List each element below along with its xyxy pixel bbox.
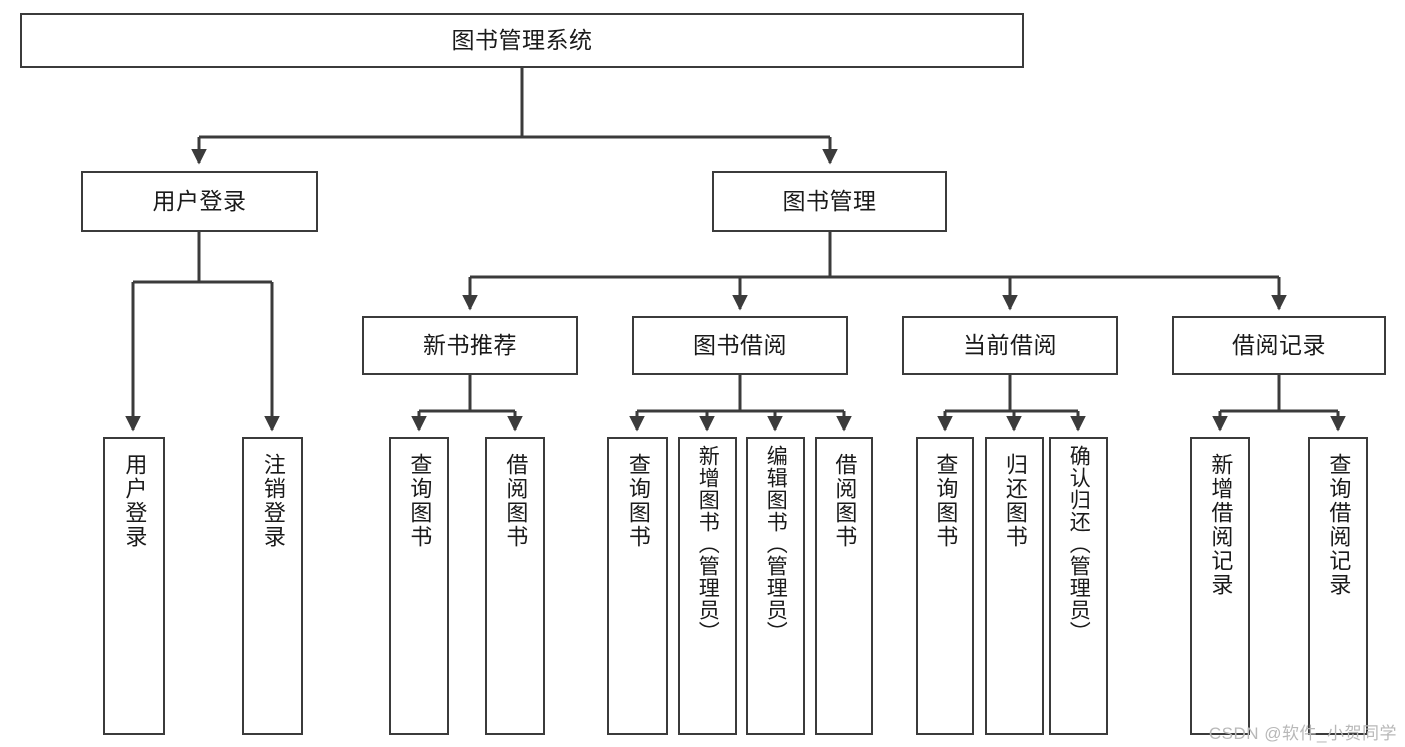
- leaf-borrow-book-recommend-label: 借阅图书: [503, 453, 529, 549]
- leaf-confirm-return-admin[interactable]: 确认归还（管理员）: [1049, 437, 1108, 735]
- leaf-query-borrow-record-label: 查询借阅记录: [1326, 453, 1352, 597]
- leaf-query-book-borrow-label: 查询图书: [625, 453, 651, 549]
- leaf-query-book-recommend-label: 查询图书: [407, 453, 433, 549]
- node-current-borrow-label: 当前借阅: [963, 332, 1057, 358]
- leaf-borrow-book[interactable]: 借阅图书: [815, 437, 873, 735]
- leaf-query-book-recommend[interactable]: 查询图书: [389, 437, 449, 735]
- leaf-user-login-label: 用户登录: [122, 453, 148, 549]
- node-new-book-recommend-label: 新书推荐: [423, 332, 517, 358]
- leaf-query-book-current[interactable]: 查询图书: [916, 437, 974, 735]
- node-new-book-recommend[interactable]: 新书推荐: [362, 316, 578, 375]
- leaf-query-borrow-record[interactable]: 查询借阅记录: [1308, 437, 1368, 735]
- node-root-label: 图书管理系统: [451, 27, 593, 53]
- node-borrow-record[interactable]: 借阅记录: [1172, 316, 1386, 375]
- leaf-add-book-admin-label: 新增图书（管理员）: [696, 445, 720, 643]
- leaf-user-login[interactable]: 用户登录: [103, 437, 165, 735]
- leaf-logout-login-label: 注销登录: [260, 453, 286, 549]
- leaf-borrow-book-recommend[interactable]: 借阅图书: [485, 437, 545, 735]
- node-user-login-label: 用户登录: [152, 188, 247, 214]
- node-book-management[interactable]: 图书管理: [712, 171, 947, 232]
- leaf-edit-book-admin-label: 编辑图书（管理员）: [764, 445, 788, 643]
- node-book-borrow[interactable]: 图书借阅: [632, 316, 848, 375]
- leaf-edit-book-admin[interactable]: 编辑图书（管理员）: [746, 437, 805, 735]
- leaf-logout-login[interactable]: 注销登录: [242, 437, 303, 735]
- node-book-management-label: 图书管理: [782, 188, 877, 214]
- node-current-borrow[interactable]: 当前借阅: [902, 316, 1118, 375]
- node-root[interactable]: 图书管理系统: [20, 13, 1024, 68]
- node-user-login[interactable]: 用户登录: [81, 171, 318, 232]
- leaf-return-book-label: 归还图书: [1002, 453, 1028, 549]
- leaf-add-book-admin[interactable]: 新增图书（管理员）: [678, 437, 737, 735]
- leaf-add-borrow-record[interactable]: 新增借阅记录: [1190, 437, 1250, 735]
- leaf-return-book[interactable]: 归还图书: [985, 437, 1044, 735]
- leaf-query-book-current-label: 查询图书: [933, 453, 959, 549]
- leaf-query-book-borrow[interactable]: 查询图书: [607, 437, 668, 735]
- leaf-borrow-book-label: 借阅图书: [832, 453, 858, 549]
- node-book-borrow-label: 图书借阅: [693, 332, 787, 358]
- leaf-confirm-return-admin-label: 确认归还（管理员）: [1067, 445, 1091, 643]
- leaf-add-borrow-record-label: 新增借阅记录: [1208, 453, 1234, 597]
- node-borrow-record-label: 借阅记录: [1232, 332, 1326, 358]
